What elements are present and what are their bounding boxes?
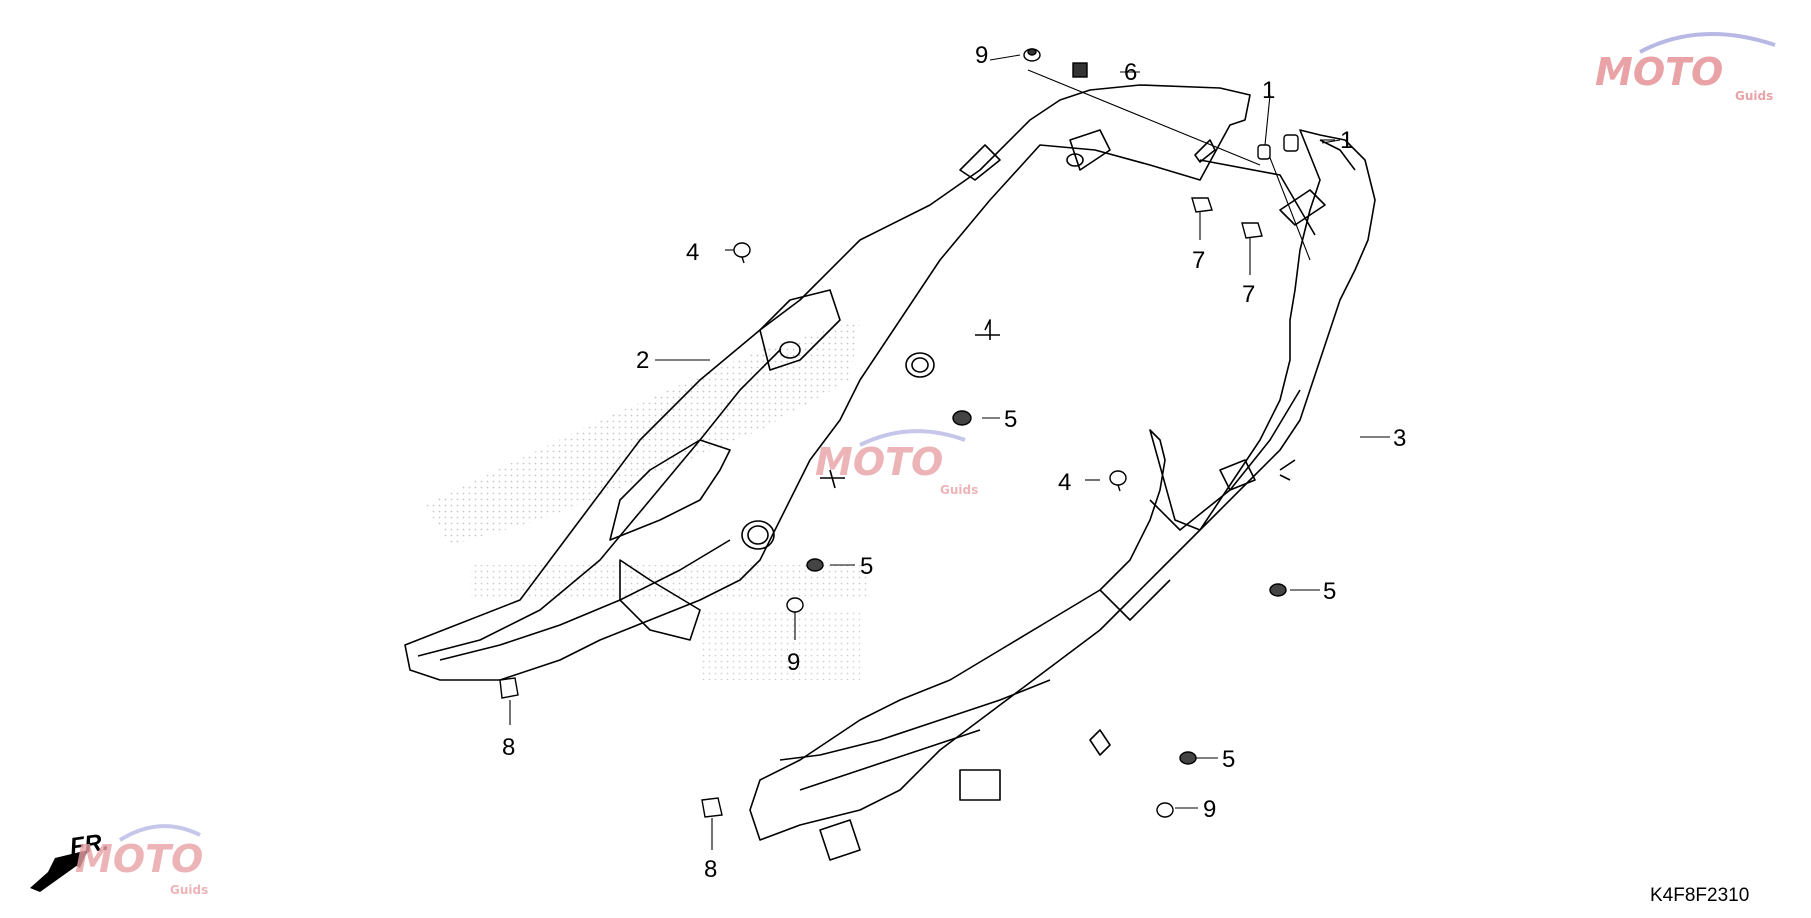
right-side-cover bbox=[749, 129, 1376, 861]
callout-7a: 7 bbox=[1192, 247, 1205, 274]
moto-guids-watermark-bottom: MOTO Guids bbox=[75, 824, 208, 897]
callout-7b: 7 bbox=[1242, 281, 1255, 308]
callout-9c: 9 bbox=[1203, 796, 1216, 823]
callout-2: 2 bbox=[636, 347, 649, 374]
callout-5b: 5 bbox=[860, 553, 873, 580]
clip-part-9-top bbox=[1023, 48, 1041, 62]
clip-part-8a bbox=[499, 677, 519, 699]
logo-sub-bottom: Guids bbox=[170, 883, 208, 897]
callout-1b: 1 bbox=[1340, 127, 1353, 154]
callout-3: 3 bbox=[1393, 425, 1406, 452]
clip-part-5a bbox=[952, 410, 972, 426]
callout-5a: 5 bbox=[1004, 406, 1017, 433]
callout-8a: 8 bbox=[502, 734, 515, 761]
logo-brand-bottom: MOTO bbox=[75, 837, 203, 881]
clip-part-5b bbox=[806, 558, 824, 572]
background-dot-watermark bbox=[425, 320, 870, 680]
screw-part-4b bbox=[1109, 470, 1127, 492]
clip-part-8b bbox=[701, 797, 723, 818]
clip-part-5d bbox=[1179, 751, 1197, 765]
clip-part-9-bottom bbox=[1156, 802, 1174, 818]
logo-brand-center: MOTO bbox=[815, 440, 943, 484]
screw-part-4a bbox=[733, 242, 751, 264]
callout-8b: 8 bbox=[704, 856, 717, 883]
nut-part-7a bbox=[1191, 197, 1213, 213]
grommet-part-1b bbox=[1283, 134, 1299, 152]
left-side-cover bbox=[404, 84, 1251, 681]
clip-part-9-mid bbox=[786, 597, 804, 613]
callout-5c: 5 bbox=[1323, 578, 1336, 605]
callout-1a: 1 bbox=[1262, 77, 1275, 104]
fasteners bbox=[499, 48, 1299, 818]
logo-sub-top: Guids bbox=[1735, 89, 1773, 103]
moto-guids-logo: MOTO Guids bbox=[1595, 32, 1776, 103]
nut-part-6 bbox=[1072, 62, 1088, 78]
front-label: FR. bbox=[68, 829, 110, 861]
callout-4a: 4 bbox=[686, 239, 699, 266]
grommet-part-1a bbox=[1257, 144, 1271, 160]
callout-6: 6 bbox=[1124, 59, 1137, 86]
leader-lines bbox=[509, 54, 1390, 850]
callout-5d: 5 bbox=[1222, 746, 1235, 773]
front-indicator: FR. bbox=[30, 829, 110, 892]
diagram-code: K4F8F2310 bbox=[1650, 885, 1749, 906]
callout-9b: 9 bbox=[787, 649, 800, 676]
callout-4b: 4 bbox=[1058, 469, 1071, 496]
callouts: 1 1 2 3 4 4 5 5 5 5 6 7 7 8 8 9 9 9 bbox=[502, 42, 1406, 883]
nut-part-7b bbox=[1241, 222, 1263, 239]
clip-part-5c bbox=[1269, 583, 1287, 597]
logo-sub-center: Guids bbox=[940, 483, 978, 497]
callout-9a: 9 bbox=[975, 42, 988, 69]
moto-guids-watermark-center: MOTO Guids bbox=[815, 429, 978, 497]
logo-brand-top: MOTO bbox=[1595, 50, 1723, 94]
